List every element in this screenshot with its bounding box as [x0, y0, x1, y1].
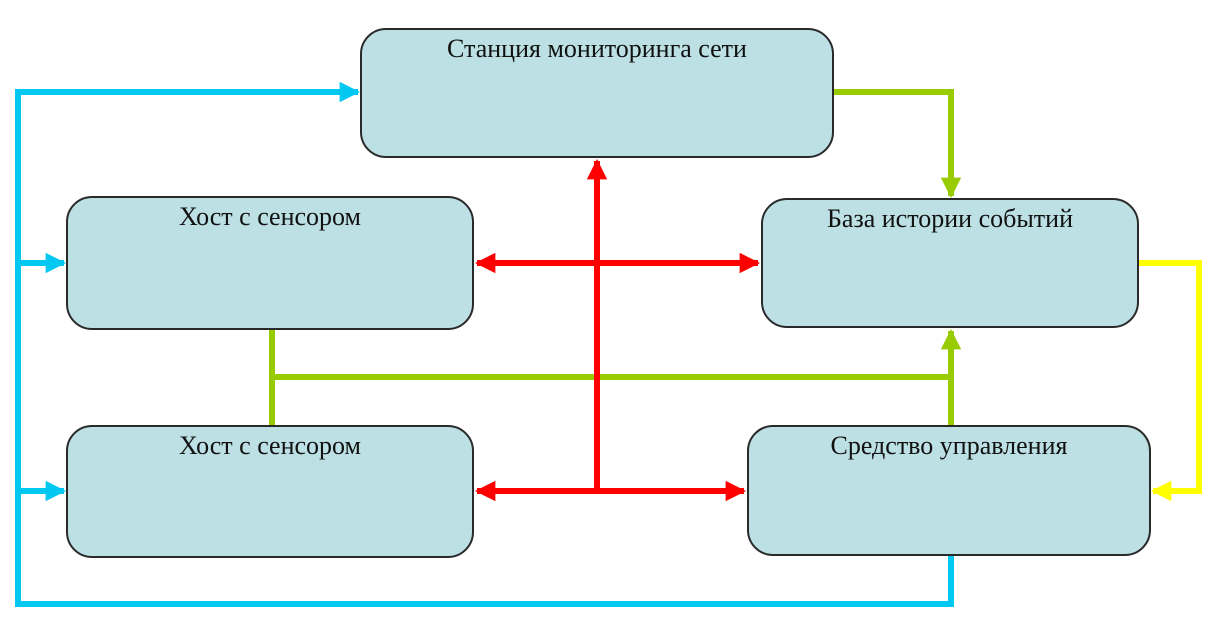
node-host-with-sensor-1: Хост с сенсором — [66, 196, 474, 330]
blue-link-control-to-monitoring — [15, 81, 954, 607]
node-control-tool: Средство управления — [747, 425, 1151, 556]
green-links — [269, 89, 962, 425]
blue-links — [15, 81, 954, 607]
yellow-links — [1139, 260, 1202, 502]
node-event-history-db-label: База истории событий — [826, 204, 1073, 233]
yellow-link-event-db-to-control — [1139, 260, 1202, 502]
node-event-history-db: База истории событий — [761, 198, 1139, 328]
node-host-with-sensor-2-label: Хост с сенсором — [178, 431, 362, 460]
red-links — [474, 158, 761, 502]
node-host-with-sensor-1-label: Хост с сенсором — [178, 202, 362, 231]
node-monitoring-station: Станция мониторинга сети — [360, 28, 834, 158]
node-host-with-sensor-2: Хост с сенсором — [66, 425, 474, 558]
node-monitoring-station-label: Станция мониторинга сети — [447, 34, 747, 63]
node-control-tool-label: Средство управления — [830, 431, 1068, 460]
green-link-monitoring-to-event-db — [834, 89, 962, 199]
